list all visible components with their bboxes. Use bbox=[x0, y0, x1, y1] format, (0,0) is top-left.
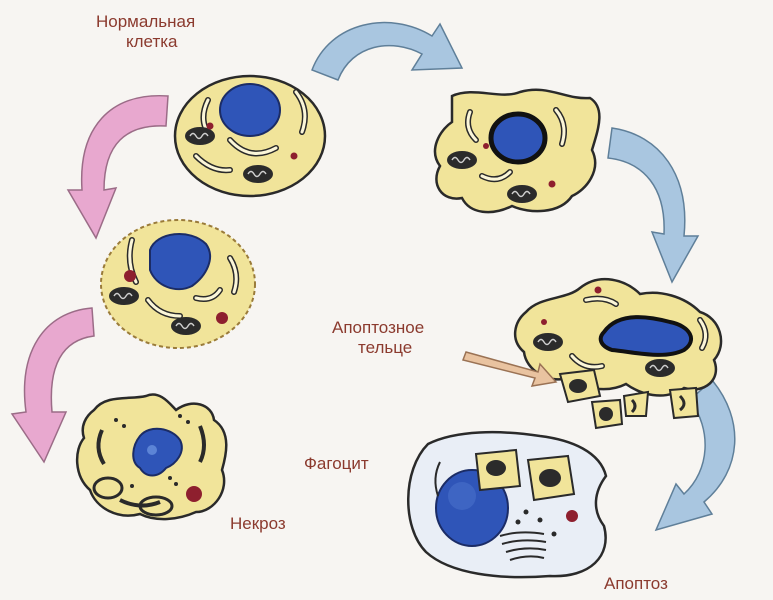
mitochondrion bbox=[108, 286, 140, 306]
label-apoptotic-body-line1: Апоптозное bbox=[332, 318, 425, 337]
mitochondrion bbox=[170, 316, 202, 336]
swelling-cell bbox=[100, 219, 256, 349]
mitochondrion bbox=[446, 150, 478, 170]
label-phagocyte: Фагоцит bbox=[304, 454, 369, 473]
label-apoptotic-body: Апоптозное тельце bbox=[332, 318, 424, 358]
curved-arrow-icon bbox=[654, 378, 736, 532]
label-normal-cell-line1: Нормальная bbox=[96, 12, 196, 31]
mitochondrion bbox=[506, 184, 538, 204]
fragmenting-cell bbox=[514, 278, 723, 397]
necrotic-cell bbox=[76, 393, 228, 521]
arrow-swelling-to-necrosis bbox=[10, 307, 95, 464]
arrow-shrinking-to-fragmenting bbox=[607, 127, 700, 284]
mitochondrion bbox=[644, 358, 676, 378]
mitochondrion bbox=[532, 332, 564, 352]
nucleus bbox=[598, 315, 693, 357]
label-normal-cell-line2: клетка bbox=[126, 32, 178, 51]
shrinking-cell bbox=[433, 88, 601, 214]
nucleus bbox=[488, 111, 548, 165]
mitochondrion bbox=[242, 164, 274, 184]
apoptotic-bodies bbox=[558, 368, 700, 430]
nucleus bbox=[149, 232, 211, 291]
arrow-normal-to-swelling bbox=[66, 95, 169, 240]
label-normal-cell: Нормальная клетка bbox=[96, 12, 195, 52]
nucleus bbox=[132, 427, 183, 477]
arrow-normal-to-shrinking bbox=[311, 21, 464, 81]
curved-arrow-icon bbox=[311, 21, 464, 81]
mitochondrion bbox=[184, 126, 216, 146]
curved-arrow-icon bbox=[607, 127, 700, 284]
curved-arrow-icon bbox=[66, 95, 169, 240]
label-necrosis: Некроз bbox=[230, 514, 286, 533]
pointer-arrow-icon bbox=[462, 351, 558, 387]
phagocyte-cell bbox=[407, 430, 608, 579]
label-apoptotic-body-line2: тельце bbox=[358, 338, 413, 357]
curved-arrow-icon bbox=[10, 307, 95, 464]
label-apoptosis: Апоптоз bbox=[604, 574, 668, 593]
arrow-fragmenting-to-phagocyte bbox=[654, 378, 736, 532]
pointer-arrow bbox=[462, 351, 558, 387]
normal-cell bbox=[173, 74, 327, 198]
nucleus bbox=[219, 83, 281, 137]
